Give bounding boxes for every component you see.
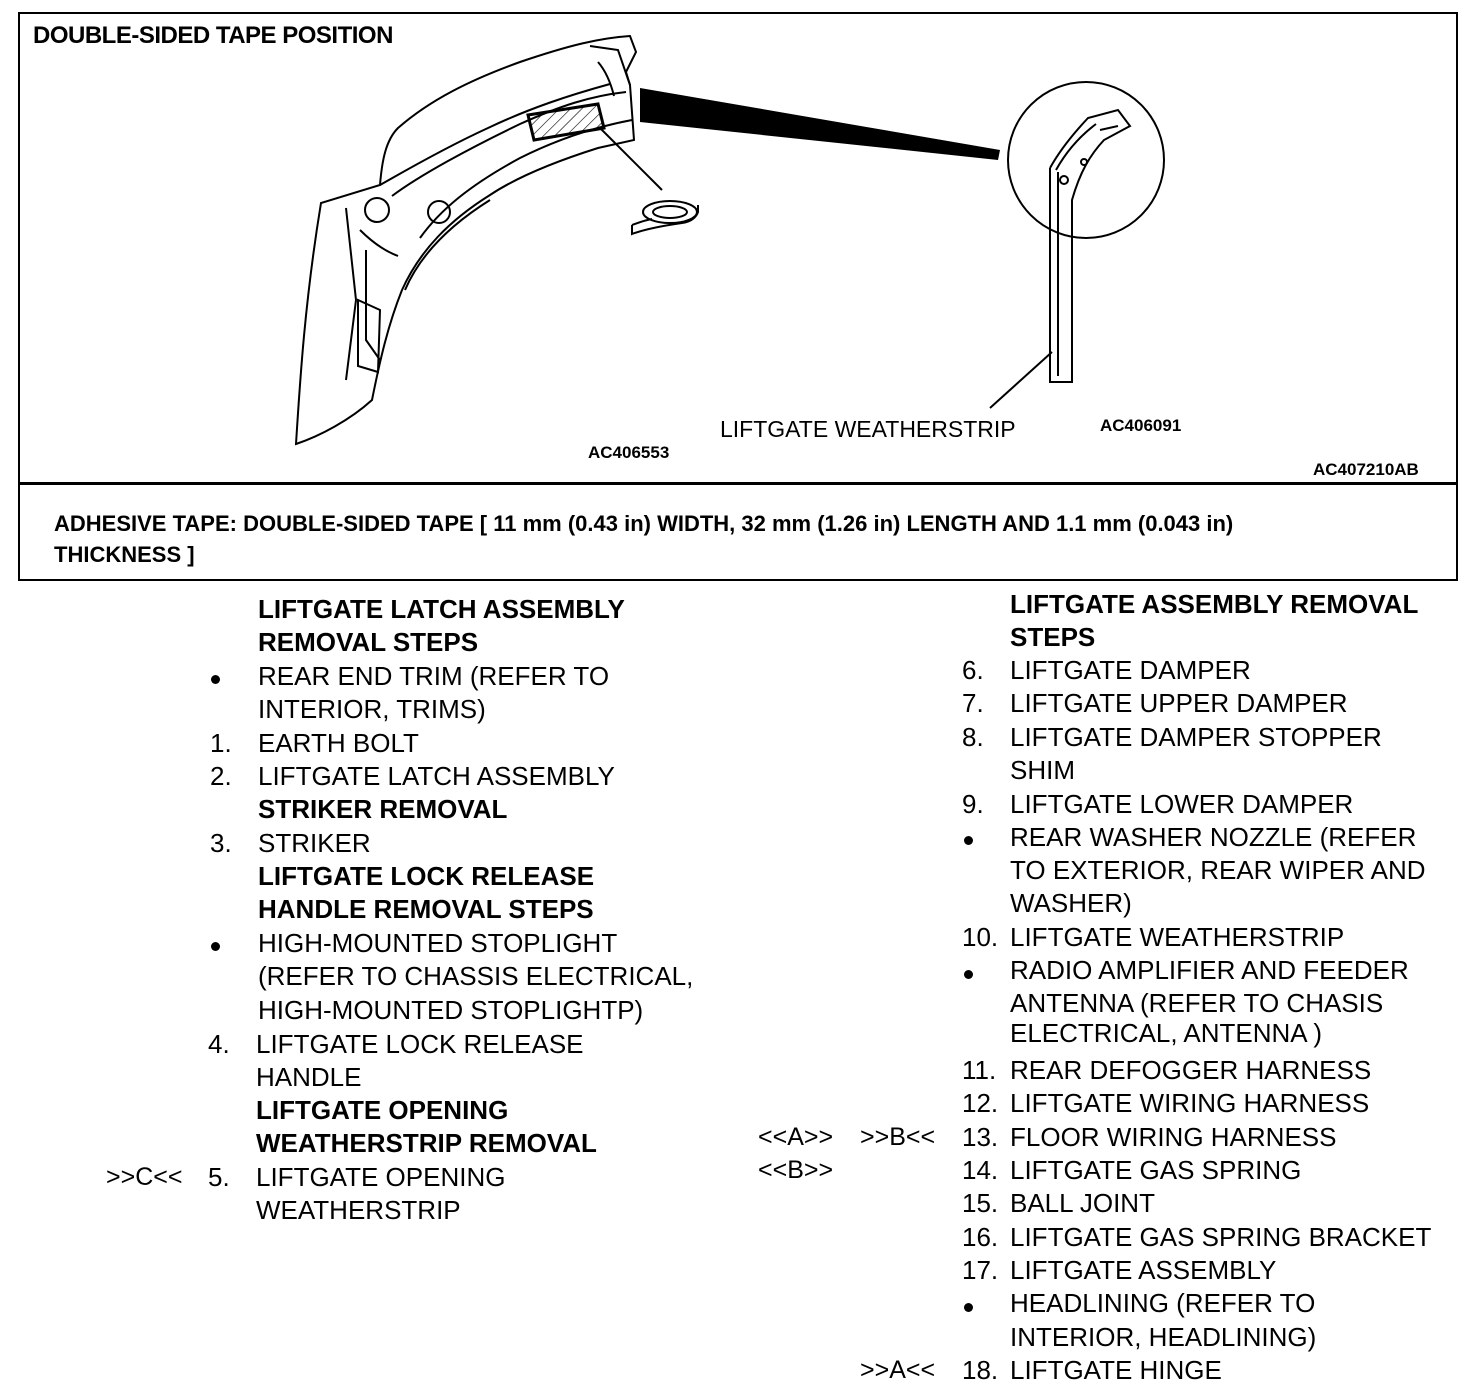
list-item: WEATHERSTRIP [256, 1195, 461, 1225]
list-item: ELECTRICAL, ANTENNA ) [1010, 1018, 1323, 1048]
item-number: 17. [962, 1255, 999, 1285]
list-item: STRIKER [258, 828, 371, 858]
figure-code-main: AC407210AB [1313, 460, 1419, 479]
section-heading: STEPS [1010, 622, 1096, 652]
list-item: REAR DEFOGGER HARNESS [1010, 1055, 1372, 1085]
bullet-icon [964, 836, 973, 845]
section-heading: WEATHERSTRIP REMOVAL [256, 1128, 597, 1158]
item-number: 16. [962, 1222, 999, 1252]
item-number: 7. [962, 688, 984, 718]
list-item: LIFTGATE ASSEMBLY [1010, 1255, 1277, 1285]
figure-title: DOUBLE-SIDED TAPE POSITION [33, 22, 393, 49]
spec-frame [18, 483, 1458, 581]
list-item: HANDLE [256, 1062, 362, 1092]
item-number: 4. [208, 1029, 230, 1059]
list-item: REAR END TRIM (REFER TO [258, 661, 610, 691]
list-item: (REFER TO CHASSIS ELECTRICAL, [258, 961, 694, 991]
reference-mark: <<A>> [758, 1123, 834, 1151]
item-number: 9. [962, 789, 984, 819]
bullet-icon [964, 1303, 973, 1312]
item-number: 18. [962, 1355, 999, 1385]
section-heading: LIFTGATE OPENING [256, 1095, 509, 1125]
list-item: LIFTGATE WIRING HARNESS [1010, 1088, 1370, 1118]
list-item: LIFTGATE DAMPER STOPPER [1010, 722, 1382, 752]
item-number: 5. [208, 1162, 230, 1192]
section-heading: LIFTGATE LOCK RELEASE [258, 861, 595, 891]
weatherstrip-callout: LIFTGATE WEATHERSTRIP [720, 416, 1016, 442]
list-item: ANTENNA (REFER TO CHASIS [1010, 988, 1384, 1018]
spec-line-1: ADHESIVE TAPE: DOUBLE-SIDED TAPE [ 11 mm… [54, 511, 1234, 536]
item-number: 10. [962, 922, 999, 952]
list-item: LIFTGATE LATCH ASSEMBLY [258, 761, 615, 791]
item-number: 14. [962, 1155, 999, 1185]
list-item: REAR WASHER NOZZLE (REFER [1010, 822, 1417, 852]
list-item: RADIO AMPLIFIER AND FEEDER [1010, 955, 1409, 985]
list-item: BALL JOINT [1010, 1188, 1155, 1218]
list-item: LIFTGATE UPPER DAMPER [1010, 688, 1348, 718]
section-heading: LIFTGATE LATCH ASSEMBLY [258, 594, 625, 624]
section-heading: REMOVAL STEPS [258, 627, 479, 657]
section-heading: HANDLE REMOVAL STEPS [258, 894, 594, 924]
item-number: 2. [210, 761, 232, 791]
list-item: EARTH BOLT [258, 728, 419, 758]
list-item: LIFTGATE WEATHERSTRIP [1010, 922, 1345, 952]
item-number: 8. [962, 722, 984, 752]
list-item: INTERIOR, TRIMS) [258, 694, 486, 724]
list-item: SHIM [1010, 755, 1075, 785]
item-number: 12. [962, 1088, 999, 1118]
item-number: 1. [210, 728, 232, 758]
item-number: 13. [962, 1122, 999, 1152]
list-item: HEADLINING (REFER TO [1010, 1288, 1316, 1318]
section-heading: LIFTGATE ASSEMBLY REMOVAL [1010, 589, 1419, 619]
figure-code-left: AC406553 [588, 443, 670, 462]
list-item: WASHER) [1010, 888, 1132, 918]
list-item: HIGH-MOUNTED STOPLIGHTP) [258, 995, 644, 1025]
reference-mark: >>B<< [860, 1123, 936, 1151]
list-item: FLOOR WIRING HARNESS [1010, 1122, 1337, 1152]
list-item: LIFTGATE GAS SPRING [1010, 1155, 1302, 1185]
list-item: TO EXTERIOR, REAR WIPER AND [1010, 855, 1426, 885]
list-item: LIFTGATE LOWER DAMPER [1010, 789, 1354, 819]
section-heading: STRIKER REMOVAL [258, 794, 508, 824]
item-number: 6. [962, 655, 984, 685]
spec-line-2: THICKNESS ] [54, 542, 195, 567]
reference-mark: <<B>> [758, 1156, 834, 1184]
reference-mark: >>C<< [106, 1163, 183, 1191]
list-item: HIGH-MOUNTED STOPLIGHT [258, 928, 618, 958]
list-item: INTERIOR, HEADLINING) [1010, 1322, 1317, 1352]
list-item: LIFTGATE OPENING [256, 1162, 506, 1192]
reference-mark: >>A<< [860, 1356, 936, 1384]
item-number: 11. [962, 1055, 997, 1085]
list-item: LIFTGATE HINGE [1010, 1355, 1222, 1385]
bullet-icon [211, 675, 220, 684]
item-number: 3. [210, 828, 232, 858]
list-item: LIFTGATE LOCK RELEASE [256, 1029, 584, 1059]
bullet-icon [964, 970, 973, 979]
bullet-icon [211, 942, 220, 951]
list-item: LIFTGATE GAS SPRING BRACKET [1010, 1222, 1432, 1252]
figure-code-right: AC406091 [1100, 416, 1182, 435]
item-number: 15. [962, 1188, 999, 1218]
adhesive-spec: ADHESIVE TAPE: DOUBLE-SIDED TAPE [ 11 mm… [54, 508, 1414, 570]
list-item: LIFTGATE DAMPER [1010, 655, 1251, 685]
